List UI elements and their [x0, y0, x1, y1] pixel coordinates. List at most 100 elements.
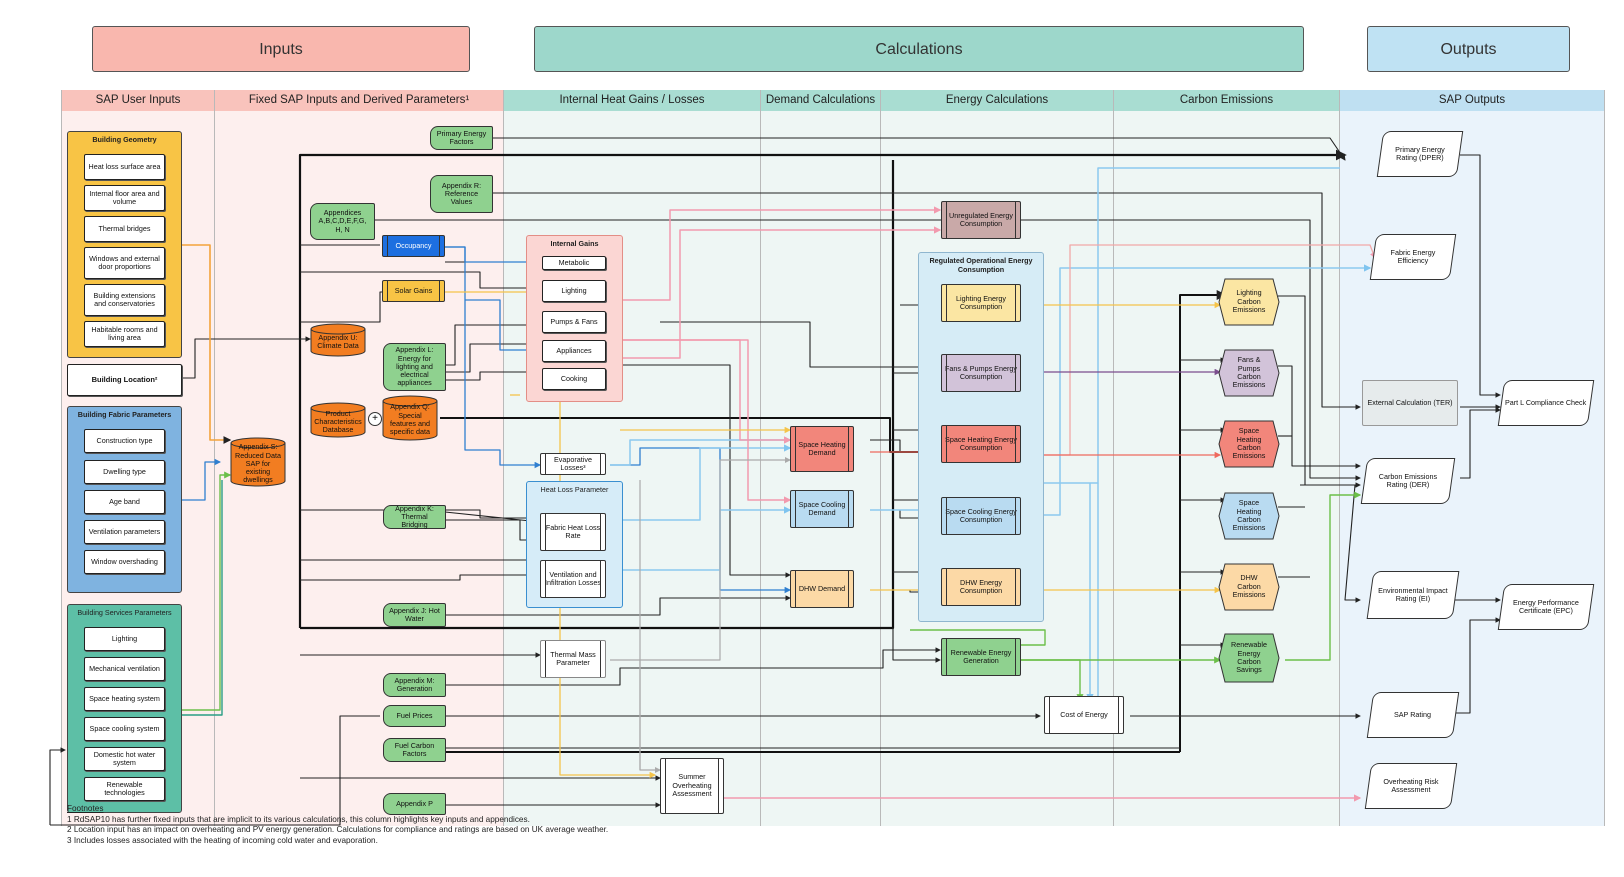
lighting-energy[interactable]: Lighting Energy Consumption — [941, 284, 1021, 322]
solar-gains[interactable]: Solar Gains — [382, 280, 445, 302]
appendix-k[interactable]: Appendix K: Thermal Bridging — [383, 504, 446, 529]
fabric-item-dwelling[interactable]: Dwelling type — [84, 460, 165, 484]
overheating-risk-output[interactable]: Overheating Risk Assessment — [1364, 763, 1458, 809]
building-geometry-title: Building Geometry — [92, 135, 157, 144]
fabric-item-ventilation[interactable]: Ventilation parameters — [84, 520, 165, 544]
gain-cooking[interactable]: Cooking — [542, 368, 606, 390]
space-heating-demand[interactable]: Space Heating Demand — [790, 426, 854, 472]
hexagon-shape — [1218, 420, 1280, 468]
geometry-item-habitable[interactable]: Habitable rooms and living area — [84, 321, 165, 347]
appendix-r[interactable]: Appendix R: Reference Values — [430, 175, 493, 213]
building-location[interactable]: Building Location² — [67, 364, 182, 396]
lighting-carbon[interactable]: Lighting Carbon Emissions — [1218, 278, 1280, 326]
fee-label: Fabric Energy Efficiency — [1390, 247, 1436, 265]
geometry-item-extensions[interactable]: Building extensions and conservatories — [84, 284, 165, 316]
fabric-heat-loss[interactable]: Fabric Heat Loss Rate — [540, 513, 606, 551]
gain-lighting[interactable]: Lighting — [542, 280, 606, 302]
lighting-carbon-label: Lighting Carbon Emissions — [1232, 288, 1266, 315]
fabric-item-overshading[interactable]: Window overshading — [84, 550, 165, 574]
hexagon-shape — [1218, 278, 1280, 326]
cylinder-shape — [382, 395, 438, 441]
appendices-a-n[interactable]: Appendices A,B,C,D,E,F,G, H, N — [310, 203, 375, 240]
fabric-item-age-band[interactable]: Age band — [84, 490, 165, 514]
space-cooling-demand[interactable]: Space Cooling Demand — [790, 490, 854, 528]
appendix-s-cylinder[interactable]: Appendix S: Reduced Data SAP for existin… — [230, 437, 286, 487]
services-item-space-cooling[interactable]: Space cooling system — [84, 717, 165, 741]
der-output[interactable]: Carbon Emissions Rating (DER) — [1360, 458, 1456, 504]
geometry-item-windows[interactable]: Windows and external door proportions — [84, 247, 165, 279]
sap-rating-output[interactable]: SAP Rating — [1366, 692, 1460, 738]
appendix-q-label: Appendix Q: Special features and specifi… — [390, 402, 430, 437]
unregulated-energy[interactable]: Unregulated Energy Consumption — [941, 201, 1021, 239]
primary-energy-factors[interactable]: Primary Energy Factors — [430, 126, 493, 150]
ventilation-losses[interactable]: Ventilation and Infiltration Losses — [540, 560, 606, 598]
dhw-energy[interactable]: DHW Energy Consumption — [941, 568, 1021, 606]
space-heating-carbon[interactable]: Space Heating Carbon Emissions — [1218, 420, 1280, 468]
space-heating-energy[interactable]: Space Heating Energy Consumption — [941, 425, 1021, 463]
epc-label: Energy Performance Certificate (EPC) — [1513, 597, 1579, 615]
ter-output[interactable]: External Calculation (TER) — [1362, 380, 1458, 426]
renewable-carbon-label: Renewable Energy Carbon Savings — [1231, 640, 1267, 675]
col-head-outputs: SAP Outputs — [1340, 90, 1605, 111]
summer-overheating[interactable]: Summer Overheating Assessment — [660, 758, 724, 814]
footnote-1: 1 RdSAP10 has further fixed inputs that … — [67, 814, 530, 824]
part-l-output[interactable]: Part L Compliance Check — [1497, 380, 1595, 426]
appendix-p[interactable]: Appendix P — [383, 793, 446, 815]
hexagon-shape — [1218, 492, 1280, 540]
thermal-mass[interactable]: Thermal Mass Parameter — [540, 640, 606, 678]
dhw-demand[interactable]: DHW Demand — [790, 570, 854, 608]
gain-metabolic[interactable]: Metabolic — [542, 256, 606, 270]
space-cooling-energy[interactable]: Space Cooling Energy Consumption — [941, 497, 1021, 535]
geometry-item-thermal-bridges[interactable]: Thermal bridges — [84, 216, 165, 242]
col-head-internal: Internal Heat Gains / Losses — [504, 90, 761, 111]
product-db-cylinder[interactable]: Product Characteristics Database — [310, 402, 366, 438]
evaporative-losses[interactable]: Evaporative Losses³ — [540, 453, 606, 475]
hexagon-shape — [1218, 633, 1280, 683]
occupancy[interactable]: Occupancy — [382, 235, 445, 257]
der-label: Carbon Emissions Rating (DER) — [1378, 471, 1438, 489]
renewable-generation[interactable]: Renewable Energy Generation — [941, 638, 1021, 676]
cylinder-shape — [230, 437, 286, 487]
appendix-q-cylinder[interactable]: Appendix Q: Special features and specifi… — [382, 395, 438, 441]
appendix-l[interactable]: Appendix L: Energy for lighting and elec… — [383, 343, 446, 391]
dper-output[interactable]: Primary Energy Rating (DPER) — [1376, 131, 1464, 177]
sap-rating-label: SAP Rating — [1394, 709, 1432, 719]
fuel-carbon-factors[interactable]: Fuel Carbon Factors — [383, 738, 446, 762]
services-item-lighting[interactable]: Lighting — [84, 627, 165, 651]
cost-of-energy[interactable]: Cost of Energy — [1044, 696, 1124, 734]
appendix-s-label: Appendix S: Reduced Data SAP for existin… — [235, 442, 281, 485]
gain-appliances[interactable]: Appliances — [542, 340, 606, 362]
fans-pumps-energy[interactable]: Fans & Pumps Energy Consumption — [941, 354, 1021, 392]
dhw-carbon[interactable]: DHW Carbon Emissions — [1218, 563, 1280, 611]
building-fabric-title: Building Fabric Parameters — [77, 410, 172, 419]
appendix-u-cylinder[interactable]: Appendix U: Climate Data — [310, 323, 366, 357]
appendix-m[interactable]: Appendix M: Generation — [383, 673, 446, 697]
fabric-item-construction[interactable]: Construction type — [84, 429, 165, 453]
fans-carbon-label: Fans & Pumps Carbon Emissions — [1232, 355, 1266, 390]
building-services-title: Building Services Parameters — [77, 608, 172, 617]
cylinder-shape — [310, 402, 366, 438]
product-db-label: Product Characteristics Database — [314, 408, 362, 435]
appendix-j[interactable]: Appendix J: Hot Water — [383, 603, 446, 627]
ei-output[interactable]: Environmental Impact Rating (EI) — [1366, 571, 1460, 619]
dper-label: Primary Energy Rating (DPER) — [1395, 144, 1445, 162]
heat-loss-title: Heat Loss Parameter — [540, 485, 609, 494]
services-item-space-heating[interactable]: Space heating system — [84, 687, 165, 711]
services-item-mechanical[interactable]: Mechanical ventilation — [84, 657, 165, 681]
epc-output[interactable]: Energy Performance Certificate (EPC) — [1497, 584, 1595, 630]
col-head-carbon: Carbon Emissions — [1114, 90, 1340, 111]
renewable-carbon[interactable]: Renewable Energy Carbon Savings — [1218, 633, 1280, 683]
gain-pumps-fans[interactable]: Pumps & Fans — [542, 311, 606, 333]
services-item-dhw[interactable]: Domestic hot water system — [84, 747, 165, 771]
geometry-item-heat-loss[interactable]: Heat loss surface area — [84, 154, 165, 180]
space-cooling-carbon[interactable]: Space Heating Carbon Emissions — [1218, 492, 1280, 540]
services-item-renewables[interactable]: Renewable technologies — [84, 777, 165, 801]
inputs-header: Inputs — [92, 26, 470, 72]
col-head-user-inputs: SAP User Inputs — [61, 90, 215, 111]
fuel-prices[interactable]: Fuel Prices — [383, 705, 446, 727]
regulated-energy-title: Regulated Operational Energy Consumption — [929, 256, 1033, 274]
fans-carbon[interactable]: Fans & Pumps Carbon Emissions — [1218, 349, 1280, 397]
geometry-item-floor-area[interactable]: Internal floor area and volume — [84, 185, 165, 211]
fee-output[interactable]: Fabric Energy Efficiency — [1369, 234, 1457, 280]
